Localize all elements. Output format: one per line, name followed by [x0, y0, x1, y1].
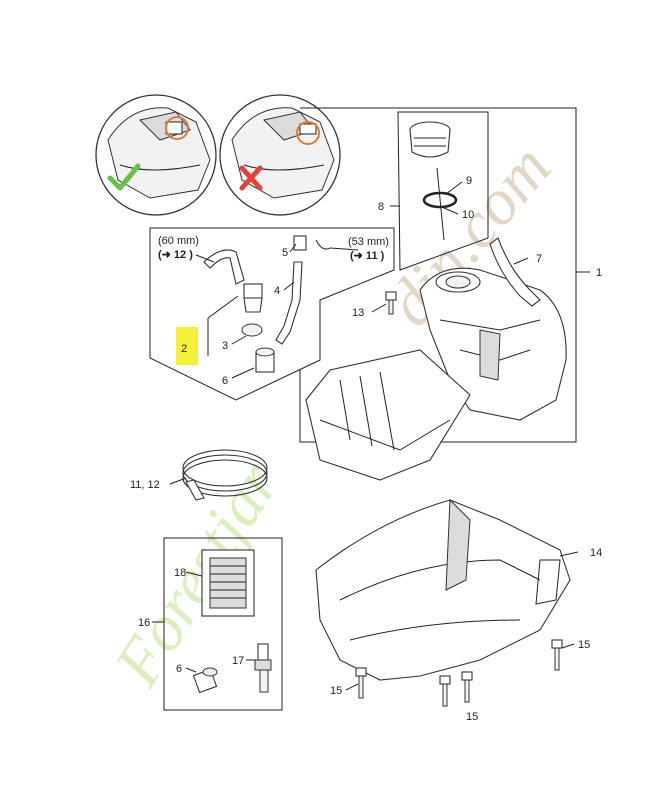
- label-part-14: 14: [590, 547, 602, 559]
- frame-service-kit: [163, 537, 283, 711]
- label-part-8: 8: [378, 201, 384, 213]
- label-ref-left: (➜ 12 ): [158, 249, 193, 261]
- label-part-9: 9: [466, 175, 472, 187]
- tank-housing-part: [305, 349, 471, 481]
- fuel-filter-6-part: [255, 347, 275, 373]
- label-part-2: 2: [181, 343, 187, 355]
- fitting-5-part: [293, 235, 331, 251]
- label-part-6a: 6: [222, 375, 228, 387]
- washer-3-part: [241, 323, 263, 337]
- cross-icon: [239, 165, 263, 191]
- fuel-filter-kit-6-part: [192, 667, 218, 694]
- check-icon: [107, 163, 141, 191]
- label-part-4: 4: [274, 285, 280, 297]
- tank-cap-part: [409, 121, 451, 158]
- label-part-3: 3: [222, 340, 228, 352]
- label-length-left: (60 mm): [158, 235, 199, 247]
- inset-correct: [95, 94, 217, 216]
- label-part-13: 13: [352, 307, 364, 319]
- label-part-18: 18: [174, 567, 186, 579]
- label-length-right: (53 mm): [348, 236, 389, 248]
- label-part-1: 1: [596, 267, 602, 279]
- label-part-7: 7: [536, 253, 542, 265]
- hose-coil-part: [182, 449, 268, 501]
- label-part-11-12: 11, 12: [130, 479, 160, 491]
- fuel-hose-4-part: [275, 261, 303, 345]
- inset-wrong: [219, 94, 341, 216]
- spark-plug-17-part: [254, 643, 272, 693]
- label-part-10: 10: [462, 209, 474, 221]
- air-filter-18-part: [201, 549, 255, 617]
- screw-15-part: [355, 639, 563, 707]
- label-part-15b: 15: [330, 685, 342, 697]
- label-part-17: 17: [232, 655, 244, 667]
- fuel-line-part: [203, 249, 245, 285]
- frame-fuel-pickup: [149, 227, 395, 401]
- label-part-5: 5: [282, 247, 288, 259]
- label-part-15c: 15: [466, 711, 478, 723]
- label-part-16: 16: [138, 617, 150, 629]
- label-ref-right: (➜ 11 ): [350, 250, 385, 262]
- frame-tank-cap: [397, 111, 489, 271]
- vent-hose-part: [489, 237, 541, 307]
- screw-13-part: [385, 291, 397, 315]
- leader-lines: [152, 181, 579, 691]
- bottom-shroud-part: [315, 498, 571, 681]
- cap-tether-part: [422, 167, 458, 241]
- frame-fuel-tank-group: [299, 107, 590, 443]
- label-part-6b: 6: [176, 663, 182, 675]
- label-part-15a: 15: [578, 639, 590, 651]
- fuel-pickup-assembly: [243, 283, 263, 313]
- highlight-box: [176, 327, 198, 365]
- fuel-tank-part: [419, 267, 567, 421]
